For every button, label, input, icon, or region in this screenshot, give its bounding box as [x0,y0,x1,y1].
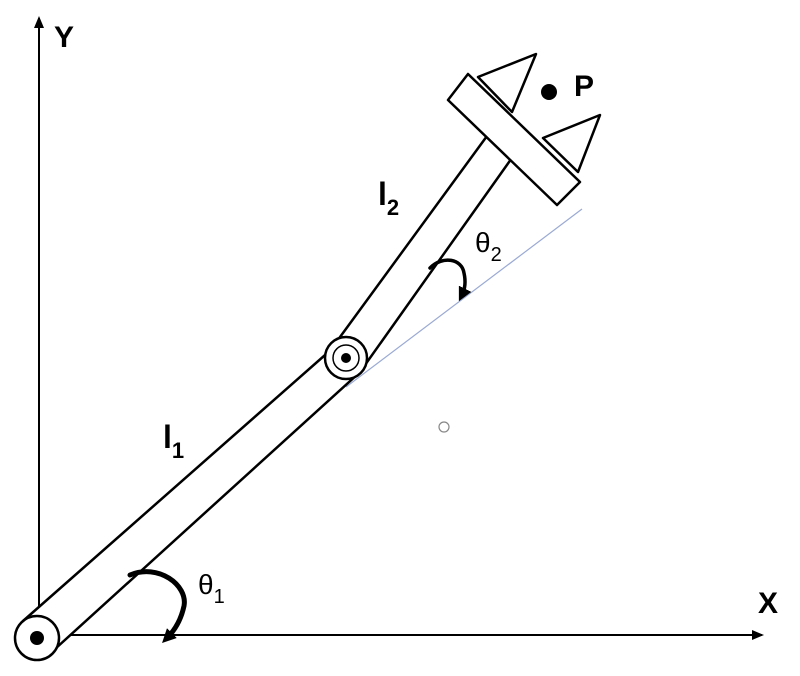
target-point [541,84,557,100]
gripper-finger-top [476,52,538,114]
link-2-label: l2 [378,176,399,220]
small-marker-circle [438,421,450,433]
gripper-base [446,72,582,207]
point-label: P [574,70,594,103]
link-1 [21,346,361,651]
base-joint-center [30,631,44,645]
x-axis-label: X [758,587,778,620]
theta2-label: θ2 [475,227,502,266]
link-1-label: l1 [163,419,184,463]
theta1-label: θ1 [198,569,225,608]
theta1-rotation-arrow [127,569,187,643]
elbow-joint-center [341,353,351,363]
theta2-rotation-arrow [428,258,472,302]
gripper-finger-bottom [541,113,602,174]
y-axis-label: Y [54,21,74,54]
